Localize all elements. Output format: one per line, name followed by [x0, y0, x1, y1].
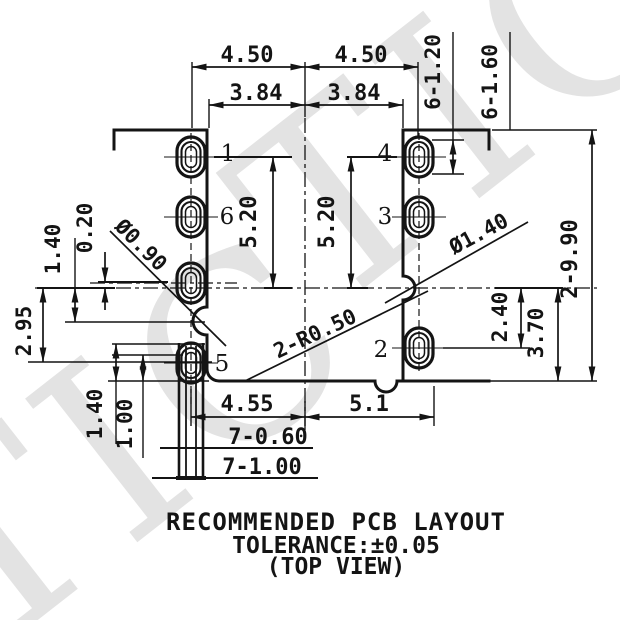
- dim-notch-offset: 1.40: [41, 224, 65, 275]
- leader-notch-dia: [384, 221, 529, 304]
- outline-left-body: [112, 128, 491, 394]
- dim-inner-right: 3.84: [328, 81, 381, 106]
- pin-number-4: 4: [378, 141, 393, 167]
- pin-number-1: 1: [221, 141, 236, 167]
- dim-row2-offset: 2.40: [488, 292, 512, 343]
- drawing-notes: RECOMMENDED PCB LAYOUT TOLERANCE:±0.05 (…: [166, 508, 506, 580]
- dim-span-left: 4.55: [221, 392, 274, 417]
- leader-lines: [109, 221, 529, 382]
- pin-number-3: 3: [378, 204, 393, 230]
- dim-overall-height: 2-9.90: [558, 219, 583, 298]
- dim-pad7-offset: 0.20: [73, 203, 97, 254]
- dim-lead-width: 1.40: [83, 389, 107, 440]
- dim-pad-count: 7-1.00: [222, 455, 301, 480]
- pin-number-5: 5: [215, 351, 230, 377]
- dim-bottom-offset: 3.70: [524, 308, 548, 359]
- dim-pitch-left: 4.50: [221, 43, 274, 68]
- note-tolerance: TOLERANCE:±0.05: [232, 533, 440, 559]
- dim-drill-count: 7-0.60: [228, 425, 307, 450]
- note-title: RECOMMENDED PCB LAYOUT: [166, 508, 506, 536]
- dim-lead-thickness: 1.00: [113, 399, 137, 450]
- pin-number-2: 2: [374, 337, 389, 363]
- dim-pad-height: 6-1.60: [478, 44, 502, 120]
- leader-hole-dia: [109, 230, 227, 347]
- dim-row5-offset: 2.95: [12, 306, 36, 357]
- dim-inner-left: 3.84: [230, 81, 283, 106]
- leader-radius: [244, 290, 429, 382]
- dim-pitch-right: 4.50: [335, 43, 388, 68]
- pin-number-6: 6: [220, 204, 235, 230]
- note-view: (TOP VIEW): [267, 554, 405, 580]
- dim-row1-right: 5.20: [315, 196, 340, 249]
- dim-row1-left: 5.20: [237, 196, 262, 249]
- pin-numbers: 1 6 5 4 3 2: [215, 141, 393, 377]
- dim-pad-width: 6-1.20: [421, 34, 445, 110]
- dim-span-right: 5.1: [349, 392, 389, 417]
- dimension-lines: [39, 63, 596, 421]
